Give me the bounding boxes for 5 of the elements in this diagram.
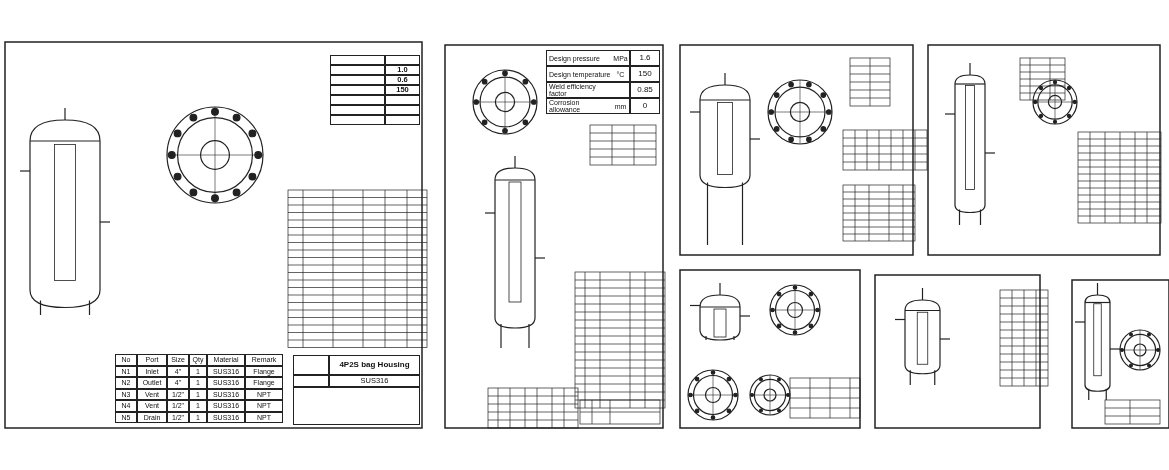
title-text: 4P2S bag Housing bbox=[329, 355, 420, 375]
table-cell: 0.85 bbox=[630, 82, 660, 98]
table-cell: 1.6 bbox=[630, 50, 660, 66]
table-cell: 150 bbox=[630, 66, 660, 82]
table-cell: 0 bbox=[630, 98, 660, 114]
